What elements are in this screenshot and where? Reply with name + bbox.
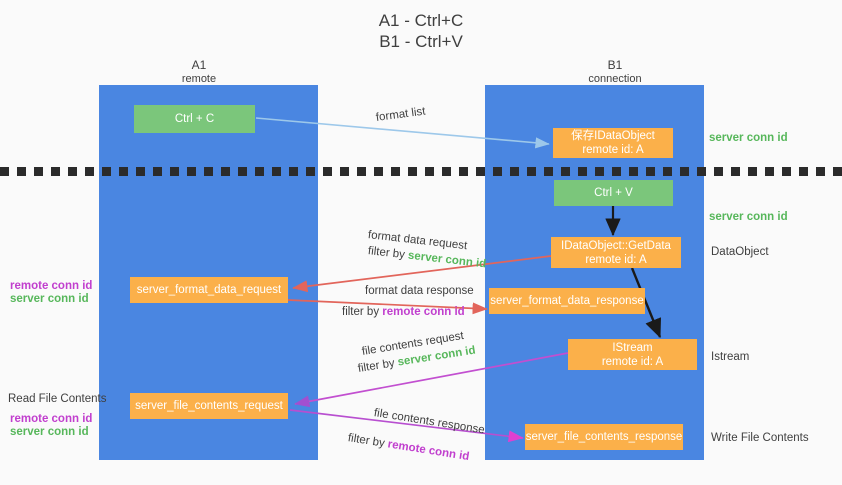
diagram-title: A1 - Ctrl+C B1 - Ctrl+V xyxy=(0,10,842,52)
left-label-remote-conn-id-1: remote conn id xyxy=(10,280,93,292)
edge-label-file-contents-response-filter: filter by remote conn id xyxy=(347,431,470,464)
box-server-format-data-request[interactable]: server_format_data_request xyxy=(130,277,288,303)
filter-value-remote-conn-id: remote conn id xyxy=(386,438,471,464)
filter-prefix: filter by xyxy=(347,432,389,451)
column-header-a1: A1 remote xyxy=(124,58,274,86)
edge-label-format-list: format list xyxy=(375,105,427,124)
right-label-server-conn-id-mid: server conn id xyxy=(709,211,788,223)
filter-value-remote-conn-id: remote conn id xyxy=(382,306,465,318)
box-ctrl-c-label: Ctrl + C xyxy=(174,113,215,125)
box-server-file-contents-response-label: server_file_contents_response xyxy=(525,431,683,443)
box-save-idataobject-line2: remote id: A xyxy=(582,144,644,156)
right-label-istream: Istream xyxy=(711,351,750,363)
box-server-format-data-response[interactable]: server_format_data_response xyxy=(489,288,645,314)
left-label-server-conn-id-2: server conn id xyxy=(10,426,89,438)
edge-label-format-data-response-filter: filter by remote conn id xyxy=(342,305,465,319)
edge-label-file-contents-response: file contents response xyxy=(373,407,486,437)
edge-label-format-data-response: format data response xyxy=(365,285,474,297)
filter-value-server-conn-id: server conn id xyxy=(407,249,487,271)
box-server-file-contents-request[interactable]: server_file_contents_request xyxy=(130,393,288,419)
box-istream-line1: IStream xyxy=(612,341,653,354)
box-idataobject-getdata-line1: IDataObject::GetData xyxy=(561,239,671,252)
box-ctrl-c[interactable]: Ctrl + C xyxy=(134,105,255,133)
left-label-server-conn-id-1: server conn id xyxy=(10,293,89,305)
column-header-a1-name: A1 xyxy=(191,58,207,72)
column-header-b1-name: B1 xyxy=(607,58,623,72)
right-label-write-file-contents: Write File Contents xyxy=(711,432,809,444)
box-istream[interactable]: IStream remote id: A xyxy=(568,339,697,370)
box-istream-line2: remote id: A xyxy=(601,355,664,368)
box-save-idataobject[interactable]: 保存IDataObject remote id: A xyxy=(553,128,673,158)
title-line-2: B1 - Ctrl+V xyxy=(379,32,463,51)
column-header-b1-sub: connection xyxy=(588,73,642,85)
title-line-1: A1 - Ctrl+C xyxy=(378,11,464,30)
right-label-dataobject: DataObject xyxy=(711,246,769,258)
box-server-format-data-request-label: server_format_data_request xyxy=(136,284,282,296)
filter-prefix: filter by xyxy=(342,306,383,318)
filter-prefix: filter by xyxy=(357,356,399,375)
left-label-remote-conn-id-2: remote conn id xyxy=(10,413,93,425)
right-label-server-conn-id-top: server conn id xyxy=(709,132,788,144)
filter-prefix: filter by xyxy=(367,245,409,262)
box-server-file-contents-request-label: server_file_contents_request xyxy=(135,400,283,412)
box-server-file-contents-response[interactable]: server_file_contents_response xyxy=(525,424,683,450)
box-idataobject-getdata-line2: remote id: A xyxy=(585,253,647,266)
box-ctrl-v[interactable]: Ctrl + V xyxy=(554,180,673,206)
box-ctrl-v-label: Ctrl + V xyxy=(594,187,633,199)
box-idataobject-getdata[interactable]: IDataObject::GetData remote id: A xyxy=(551,237,681,268)
box-server-format-data-response-label: server_format_data_response xyxy=(490,295,644,307)
phase-separator-dashed-line xyxy=(0,167,842,176)
column-header-a1-sub: remote xyxy=(181,73,217,85)
left-label-read-file-contents: Read File Contents xyxy=(8,393,107,405)
box-save-idataobject-line1: 保存IDataObject xyxy=(571,130,655,142)
column-header-b1: B1 connection xyxy=(540,58,690,86)
